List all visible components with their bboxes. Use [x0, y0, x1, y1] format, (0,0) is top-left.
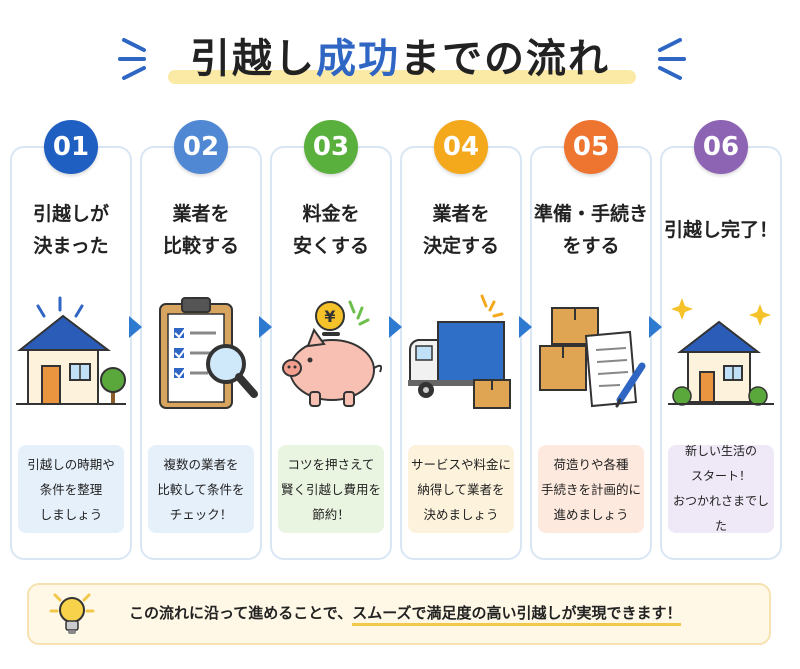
- page-title: 引越し成功までの流れ: [0, 26, 800, 84]
- step-desc-2: 複数の業者を 比較して条件を チェック！: [148, 445, 254, 533]
- step-title-3: 料金を 安くする: [292, 203, 369, 257]
- step-number-5: 05: [564, 120, 618, 174]
- arrow-right-icon: [649, 316, 662, 338]
- arrow-right-icon: [519, 316, 532, 338]
- arrow-right-icon: [129, 316, 142, 338]
- arrow-right-icon: [259, 316, 272, 338]
- checklist-magnifier-icon: [159, 297, 258, 409]
- right-sparkle-icon: [658, 38, 686, 80]
- title-accent: 成功: [316, 36, 400, 82]
- step-number-1: 01: [44, 120, 98, 174]
- left-sparkle-icon: [118, 38, 146, 80]
- step-title-4: 業者を 決定する: [422, 203, 499, 257]
- step-title-6: 引越し完了！: [663, 219, 778, 241]
- title-part1: 引越し: [190, 36, 316, 82]
- title-part2: までの流れ: [400, 36, 610, 82]
- step-desc-6: 新しい生活の スタート！ おつかれさまでした: [668, 444, 774, 533]
- step-desc-3: コツを押さえて 賢く引越し費用を 節約！: [278, 445, 384, 533]
- step-desc-5: 荷造りや各種 手続きを計画的に 進めましょう: [538, 445, 644, 533]
- step-desc-1: 引越しの時期や 条件を整理 しましょう: [18, 445, 124, 533]
- house-icon: [16, 296, 126, 405]
- title-area: 引越し成功までの流れ: [0, 22, 800, 94]
- footer-text-part2: スムーズで満足度の高い引越しが実現できます！: [352, 604, 682, 626]
- step-title-5: 準備・手続き をする: [533, 203, 648, 257]
- new-house-icon: [668, 298, 774, 406]
- footer-text: この流れに沿って進めることで、スムーズで満足度の高い引越しが実現できます！: [129, 602, 682, 626]
- arrow-right-icon: [389, 316, 402, 338]
- footer-text-part1: この流れに沿って進めることで、: [129, 604, 353, 622]
- step-title-2: 業者を 比較する: [162, 203, 239, 257]
- title-highlight: [168, 70, 636, 84]
- step-number-6: 06: [694, 120, 748, 174]
- step-title-1: 引越しが 決まった: [32, 203, 109, 257]
- piggy-bank-icon: ¥: [282, 300, 383, 407]
- light-bulb-icon: [49, 593, 95, 634]
- coin-symbol: ¥: [324, 307, 335, 326]
- truck-icon: [408, 294, 511, 409]
- boxes-document-icon: [539, 307, 646, 408]
- step-number-3: 03: [304, 120, 358, 174]
- footer-note: この流れに沿って進めることで、スムーズで満足度の高い引越しが実現できます！: [27, 583, 771, 645]
- step-desc-4: サービスや料金に 納得して業者を 決めましょう: [408, 445, 514, 533]
- step-number-4: 04: [434, 120, 488, 174]
- step-number-2: 02: [174, 120, 228, 174]
